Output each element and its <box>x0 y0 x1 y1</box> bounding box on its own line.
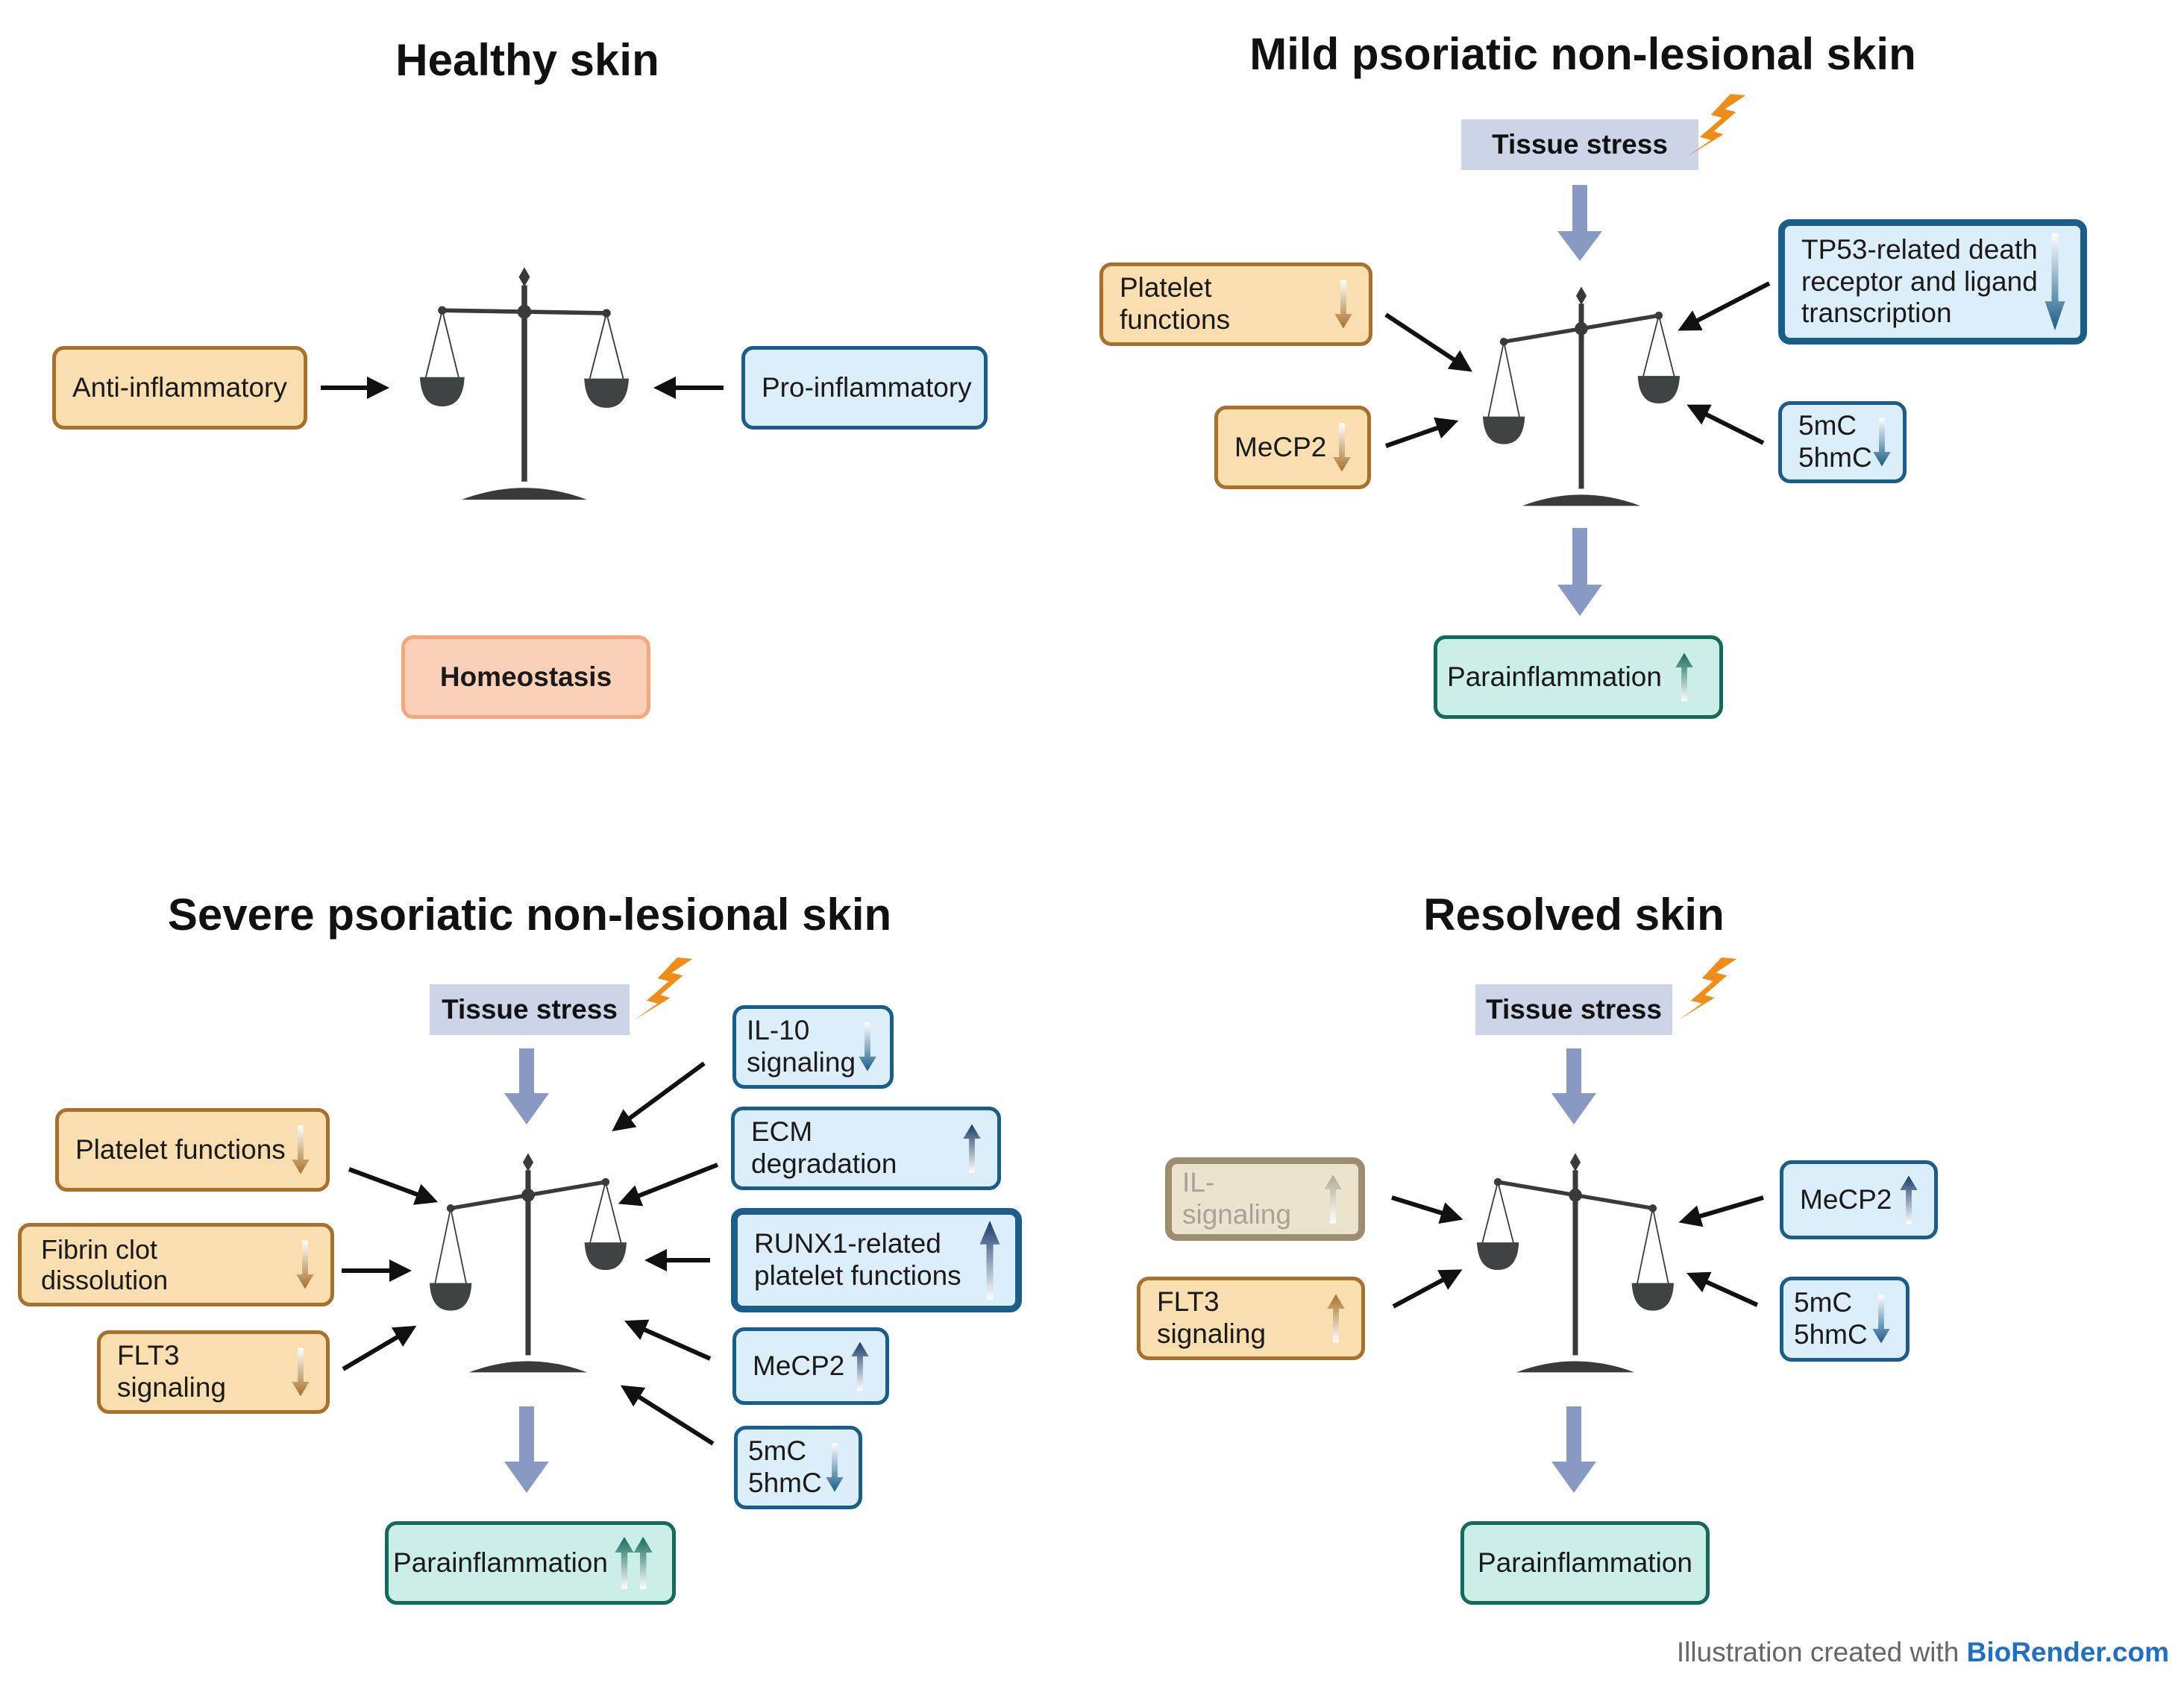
balance-scale-icon <box>430 1148 627 1381</box>
arrow-down-icon <box>1868 1286 1895 1352</box>
arrow-up-icon <box>1894 1169 1924 1231</box>
box-label: MeCP2 <box>753 1350 845 1381</box>
box-label: 5mC 5hmC <box>1794 1287 1868 1350</box>
box-label: Parainflammation <box>1447 661 1662 692</box>
box-label: RUNX1-related platelet functions <box>754 1228 961 1291</box>
parainflammation-box: Parainflammation <box>385 1521 676 1605</box>
parainflammation-box: Parainflammation <box>1434 635 1723 719</box>
biorender-credit: Illustration created with BioRender.com <box>1677 1637 2169 1668</box>
balance-scale-icon <box>1477 1148 1674 1381</box>
arrow-down-icon <box>856 1014 879 1080</box>
pro-inflammatory-box: Pro-inflammatory <box>741 346 988 430</box>
box-label: 5mC 5hmC <box>748 1435 822 1498</box>
arrow-up-icon <box>975 1221 1005 1300</box>
box-label: ECM degradation <box>751 1116 897 1179</box>
mecp2-box: MeCP2 <box>1214 406 1371 489</box>
anti-inflammatory-box: Anti-inflammatory <box>52 346 307 430</box>
arrow-down-icon <box>822 1435 848 1500</box>
box-label: MeCP2 <box>1800 1183 1892 1215</box>
biorender-link[interactable]: BioRender.com <box>1966 1637 2169 1667</box>
arrow-down-icon <box>1328 271 1358 337</box>
methylation-box: 5mC 5hmC <box>734 1426 862 1509</box>
double-arrow-up-icon <box>612 1530 657 1596</box>
box-label: 5mC 5hmC <box>1798 410 1872 473</box>
platelet-functions-box: Platelet functions <box>1099 262 1372 346</box>
box-label: FLT3 signaling <box>1157 1286 1267 1349</box>
il-signaling-box: IL-signaling <box>1165 1157 1365 1241</box>
lightning-icon <box>1687 94 1750 157</box>
box-label: Parainflammation <box>1478 1547 1692 1578</box>
arrow-up-icon <box>1321 1286 1351 1351</box>
arrow-down-icon <box>286 1339 316 1405</box>
box-label: Homeostasis <box>439 661 612 692</box>
box-label: Platelet functions <box>75 1133 286 1165</box>
mecp2-box: MeCP2 <box>732 1327 889 1405</box>
lightning-icon <box>1678 957 1741 1020</box>
parainflammation-box: Parainflammation <box>1460 1521 1710 1605</box>
homeostasis-box: Homeostasis <box>401 635 650 719</box>
box-label: IL-signaling <box>1182 1167 1292 1230</box>
flt3-signaling-box: FLT3 signaling <box>97 1330 330 1414</box>
box-label: Fibrin clot dissolution <box>41 1233 169 1295</box>
arrow-down-icon <box>2040 234 2070 330</box>
box-label: TP53-related death receptor and ligand t… <box>1801 234 2038 329</box>
ecm-degradation-box: ECM degradation <box>731 1107 1001 1190</box>
tissue-stress-label: Tissue stress <box>1461 119 1698 170</box>
healthy-title: Healthy skin <box>395 35 659 85</box>
lightning-icon <box>634 957 697 1020</box>
arrow-down-icon <box>290 1232 320 1298</box>
box-label: IL-10 signaling <box>747 1015 856 1078</box>
tissue-stress-label: Tissue stress <box>1475 984 1672 1035</box>
fibrin-clot-dissolution-box: Fibrin clot dissolution <box>18 1223 334 1306</box>
arrow-down-icon <box>1327 415 1357 480</box>
balance-scale-icon <box>1483 282 1680 515</box>
arrow-down-icon <box>286 1117 316 1183</box>
arrow-up-icon <box>957 1116 987 1181</box>
box-label: Parainflammation <box>393 1547 608 1578</box>
platelet-functions-box: Platelet functions <box>55 1108 330 1192</box>
mecp2-box: MeCP2 <box>1780 1160 1938 1239</box>
arrow-up-icon <box>1318 1169 1348 1230</box>
mild-title: Mild psoriatic non-lesional skin <box>1249 29 1916 79</box>
arrow-down-icon <box>1872 410 1892 474</box>
resolved-title: Resolved skin <box>1423 890 1725 940</box>
arrow-up-icon <box>845 1336 875 1397</box>
arrow-up-icon <box>1669 644 1699 710</box>
box-label: FLT3 signaling <box>117 1340 227 1403</box>
il10-signaling-box: IL-10 signaling <box>732 1005 894 1089</box>
credit-prefix: Illustration created with <box>1676 1637 1967 1667</box>
tp53-death-receptor-box: TP53-related death receptor and ligand t… <box>1778 219 2087 345</box>
box-label: MeCP2 <box>1234 431 1327 462</box>
tissue-stress-label: Tissue stress <box>430 984 630 1035</box>
box-label: Platelet functions <box>1120 272 1231 335</box>
methylation-box: 5mC 5hmC <box>1778 401 1907 483</box>
methylation-box: 5mC 5hmC <box>1780 1277 1910 1362</box>
box-label: Anti-inflammatory <box>72 371 287 403</box>
flt3-signaling-box: FLT3 signaling <box>1137 1277 1365 1360</box>
balance-scale-icon <box>420 261 629 510</box>
severe-title: Severe psoriatic non-lesional skin <box>167 890 892 940</box>
box-label: Pro-inflammatory <box>762 371 972 403</box>
runx1-platelet-functions-box: RUNX1-related platelet functions <box>731 1208 1022 1312</box>
